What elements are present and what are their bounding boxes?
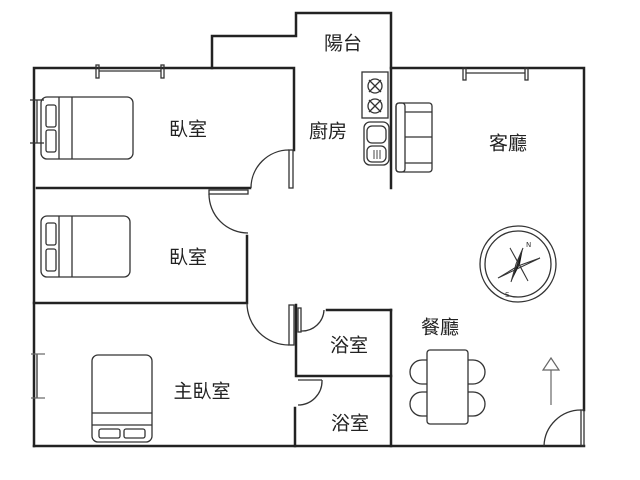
sink (363, 121, 390, 166)
room-label-master-bedroom: 主臥室 (173, 380, 231, 403)
room-label-bedroom-2: 臥室 (168, 246, 208, 269)
room-label-bathroom-1: 浴室 (329, 334, 369, 357)
dining-table (409, 349, 486, 425)
compass-south: S (505, 291, 510, 299)
windows (30, 64, 529, 399)
entrance-arrow-icon (541, 356, 561, 405)
doors (208, 149, 585, 447)
compass-north: N (526, 241, 531, 249)
room-label-bedroom-1: 臥室 (168, 118, 208, 141)
sofa (395, 102, 433, 173)
room-label-bathroom-2: 浴室 (330, 412, 370, 435)
room-label-dining-room: 餐廳 (420, 316, 460, 339)
bed-bedroom-2 (40, 215, 131, 278)
bed-master (91, 354, 153, 443)
bed-bedroom-1 (40, 96, 134, 160)
stove (361, 71, 389, 119)
room-label-balcony: 陽台 (323, 32, 363, 55)
room-label-kitchen: 廚房 (308, 120, 348, 143)
room-label-living-room: 客廳 (488, 132, 528, 155)
compass-icon: N S (479, 225, 557, 303)
